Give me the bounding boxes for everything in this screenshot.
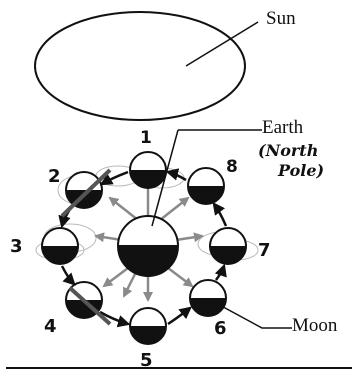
moon-3 [41,227,79,265]
orbit-arrows [58,168,228,328]
moon-number-4: 4 [44,316,57,337]
moon-4-sketch-stroke [68,286,112,326]
earth-note-line1: (North [258,141,318,160]
moon-1 [129,151,167,189]
moon-label: Moon [292,315,338,336]
earth-note-line2: Pole) [277,161,324,180]
sun-leader-line [185,21,259,67]
moon-leader-line [213,301,292,329]
moon-2 [65,171,103,209]
earth [117,215,179,277]
moon-6 [189,279,227,317]
moon-number-5: 5 [140,350,153,371]
moon-7 [209,227,247,265]
moon-2-sketch-stroke [60,168,112,218]
moon-5 [129,307,167,345]
moon-number-8: 8 [226,157,238,177]
sun-ellipse [34,11,246,121]
moon-number-1: 1 [140,128,152,148]
moon-number-2: 2 [48,166,61,187]
moon-number-3: 3 [10,236,23,257]
moon-number-6: 6 [214,318,227,339]
sun-label: Sun [266,8,296,29]
earth-label: Earth [262,117,304,138]
moon-number-7: 7 [258,240,271,261]
moon-8 [187,167,225,205]
